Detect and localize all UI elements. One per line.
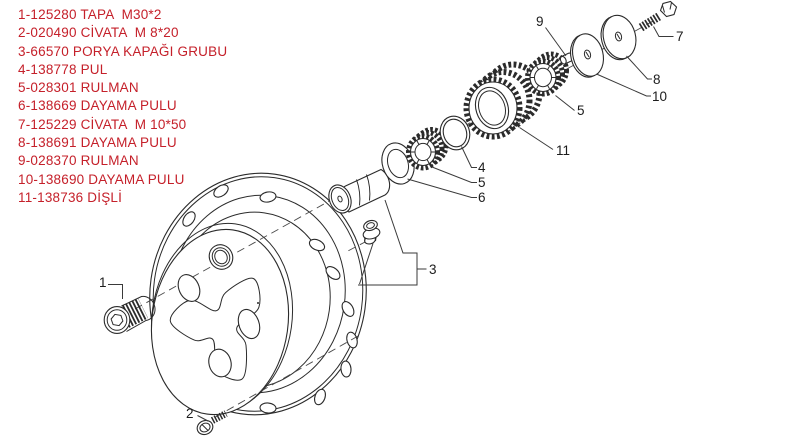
leader-5-right — [555, 95, 575, 111]
leader-7 — [653, 26, 674, 37]
parts-list-item: 7-125229 CİVATA M 10*50 — [18, 116, 187, 132]
screw-part-2 — [196, 410, 228, 436]
center-mark — [257, 302, 259, 304]
grease-valve — [362, 219, 381, 245]
plug-part-1 — [103, 295, 156, 334]
callout-labels: 1 2 3 4 5 6 11 5 9 7 8 10 — [99, 14, 684, 421]
main-axis-line — [134, 19, 656, 310]
bolt-part-7 — [638, 0, 678, 32]
parts-list-item: 5-028301 RULMAN — [18, 80, 139, 96]
leader-5-left — [431, 166, 477, 183]
callout-4: 4 — [478, 160, 486, 175]
callout-7: 7 — [676, 29, 684, 44]
parts-list-item: 2-020490 CİVATA M 8*20 — [18, 25, 179, 41]
leader-6 — [407, 178, 477, 198]
leader-11 — [519, 127, 554, 150]
bearing-rollers — [530, 65, 556, 90]
callout-3: 3 — [429, 262, 437, 277]
washer-part-10 — [569, 33, 605, 78]
snap-ring-part-4 — [439, 115, 471, 151]
callout-5-right: 5 — [577, 103, 585, 118]
callout-9: 9 — [536, 14, 544, 29]
screw-axis-line — [211, 335, 359, 420]
parts-list-item: 4-138778 PUL — [18, 61, 108, 77]
parts-list-item: 1-125280 TAPA M30*2 — [18, 7, 162, 22]
callout-11: 11 — [556, 143, 570, 158]
cover-oval-hole — [237, 308, 261, 340]
bolt-hex-head — [659, 0, 678, 18]
bearing-rollers — [410, 140, 436, 164]
leader-lines — [108, 26, 674, 422]
callout-10: 10 — [652, 89, 667, 104]
parts-list-item: 11-138736 DİŞLİ — [18, 189, 123, 205]
callout-5-left: 5 — [478, 175, 486, 190]
callout-8: 8 — [653, 72, 661, 87]
parts-list: 1-125280 TAPA M30*2 2-020490 CİVATA M 8*… — [18, 6, 227, 207]
callout-6: 6 — [478, 190, 486, 205]
leader-9 — [545, 27, 567, 57]
hub-cover-details — [169, 244, 261, 381]
parts-list-item: 8-138691 DAYAMA PULU — [18, 135, 177, 151]
hex-socket — [110, 313, 124, 327]
cover-oval-hole — [177, 274, 201, 302]
washer-part-8 — [600, 14, 637, 61]
bearing-part-5-left — [406, 127, 449, 171]
leader-8 — [626, 55, 652, 80]
leader-2 — [197, 415, 209, 422]
callout-1: 1 — [99, 275, 107, 290]
washer-part-6 — [381, 142, 415, 185]
leader-10 — [596, 73, 651, 97]
flange-bolt-holes — [182, 184, 358, 414]
callout-2: 2 — [186, 406, 194, 421]
parts-list-item: 9-028370 RULMAN — [18, 153, 139, 169]
cover-oval-hole — [208, 348, 232, 378]
hub-cap-cylinder — [328, 168, 391, 214]
bearing-part-5-right — [525, 51, 569, 97]
parts-list-item: 10-138690 DAYAMA PULU — [18, 171, 185, 187]
leader-4 — [461, 146, 477, 168]
parts-list-item: 3-66570 PORYA KAPAĞI GRUBU — [18, 43, 228, 59]
parts-list-item: 6-138669 DAYAMA PULU — [18, 98, 177, 114]
valve-axis-line — [343, 240, 368, 254]
leader-1 — [108, 284, 123, 299]
leader-3 — [358, 199, 427, 286]
hub-triskelion — [169, 277, 261, 381]
